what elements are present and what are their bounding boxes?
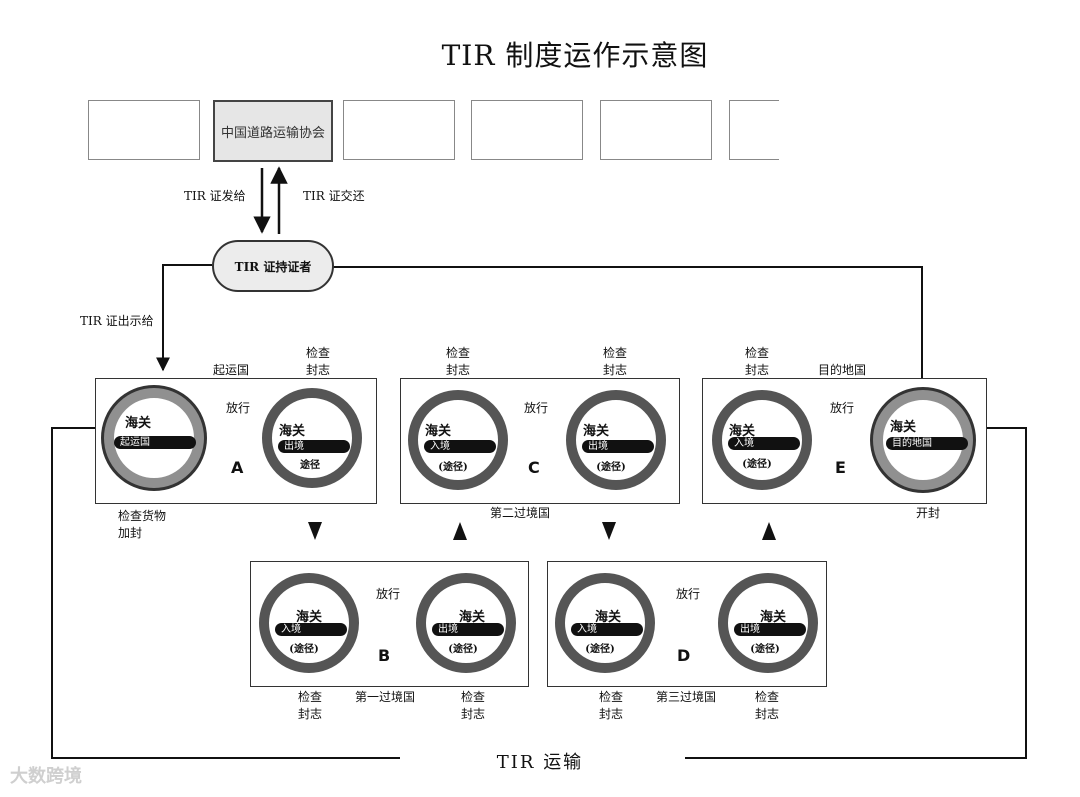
release-label: 放行 <box>676 587 701 601</box>
stage-a-right-sub: 途径 <box>300 460 320 471</box>
holder-to-destination-line <box>330 266 923 378</box>
watermark: 大数跨境 <box>10 766 82 787</box>
stage-e-right-bar: 目的地国 <box>886 437 968 450</box>
stage-a-inspect: 检查封志 <box>305 346 330 377</box>
customs-title: 海关 <box>295 610 322 625</box>
org-box-3 <box>343 100 455 160</box>
stage-a-left-bar: 起运国 <box>114 436 196 449</box>
transport-label: TIR 运输 <box>496 752 584 773</box>
return-label: TIR 证交还 <box>303 189 365 203</box>
transit-label: (途径) <box>438 462 468 473</box>
present-arrow <box>156 264 212 372</box>
stage-c-letter: C <box>528 458 540 477</box>
stage-b-inspect-left: 检查封志 <box>297 690 322 721</box>
release-label: 放行 <box>226 401 251 415</box>
stage-c-right-bar: 出境 <box>582 440 654 453</box>
stage-a-letter: A <box>231 458 244 477</box>
release-label: 放行 <box>830 401 855 415</box>
stage-e-inspect: 检查封志 <box>744 346 769 377</box>
transport-line-right <box>685 427 1027 759</box>
stage-b-country: 第一过境国 <box>355 690 416 704</box>
triangle-down-cd <box>602 522 616 540</box>
stage-b-right-bar: 出境 <box>432 623 504 636</box>
stage-e-left-bar: 入境 <box>728 437 800 450</box>
triangle-up-bc <box>453 522 467 540</box>
tir-holder: TIR 证持证者 <box>212 240 334 292</box>
stage-a-customs-right <box>262 388 362 488</box>
association-box: 中国道路运输协会 <box>213 100 333 162</box>
customs-title: 海关 <box>728 424 755 439</box>
stage-d-inspect-left: 检查封志 <box>598 690 623 721</box>
transit-label: (途径) <box>585 644 615 655</box>
stage-a-bottom: 检查货物加封 <box>118 509 167 540</box>
customs-title: 海关 <box>594 610 621 625</box>
stage-e-letter: E <box>835 458 846 477</box>
release-label: 放行 <box>376 587 401 601</box>
triangle-up-de <box>762 522 776 540</box>
customs-title: 海关 <box>759 610 786 625</box>
stage-a-country: 起运国 <box>213 363 250 377</box>
org-box-5 <box>600 100 712 160</box>
customs-title: 海关 <box>278 424 305 439</box>
customs-title: 海关 <box>889 420 916 435</box>
customs-title: 海关 <box>458 610 485 625</box>
issue-label: TIR 证发给 <box>184 189 246 203</box>
stage-a-right-bar: 出境 <box>278 440 350 453</box>
org-box-1 <box>88 100 200 160</box>
stage-d-left-bar: 入境 <box>571 623 643 636</box>
stage-c-inspect-left: 检查封志 <box>445 346 470 377</box>
stage-d-right-bar: 出境 <box>734 623 806 636</box>
transit-label: (途径) <box>750 644 780 655</box>
transport-line-left <box>51 427 400 759</box>
transit-label: (途径) <box>742 459 772 470</box>
org-box-6 <box>729 100 779 160</box>
stage-b-inspect-right: 检查封志 <box>460 690 485 721</box>
customs-title: 海关 <box>424 424 451 439</box>
stage-b-left-bar: 入境 <box>275 623 347 636</box>
stage-b-letter: B <box>378 646 391 665</box>
diagram-title: TIR 制度运作示意图 <box>441 39 709 72</box>
stage-d-letter: D <box>677 646 691 665</box>
org-box-4 <box>471 100 583 160</box>
stage-e-open: 开封 <box>916 506 941 520</box>
stage-d-country: 第三过境国 <box>656 690 717 704</box>
customs-title: 海关 <box>124 416 151 431</box>
present-label: TIR 证出示给 <box>80 314 154 328</box>
stage-c-left-bar: 入境 <box>424 440 496 453</box>
triangle-down-ab <box>308 522 322 540</box>
stage-e-country: 目的地国 <box>818 363 867 377</box>
transit-label: (途径) <box>596 462 626 473</box>
release-label: 放行 <box>524 401 549 415</box>
stage-d-inspect-right: 检查封志 <box>754 690 779 721</box>
transit-label: (途径) <box>448 644 478 655</box>
stage-c-inspect-right: 检查封志 <box>602 346 627 377</box>
customs-title: 海关 <box>582 424 609 439</box>
transit-label: (途径) <box>289 644 319 655</box>
stage-c-country: 第二过境国 <box>490 506 551 520</box>
